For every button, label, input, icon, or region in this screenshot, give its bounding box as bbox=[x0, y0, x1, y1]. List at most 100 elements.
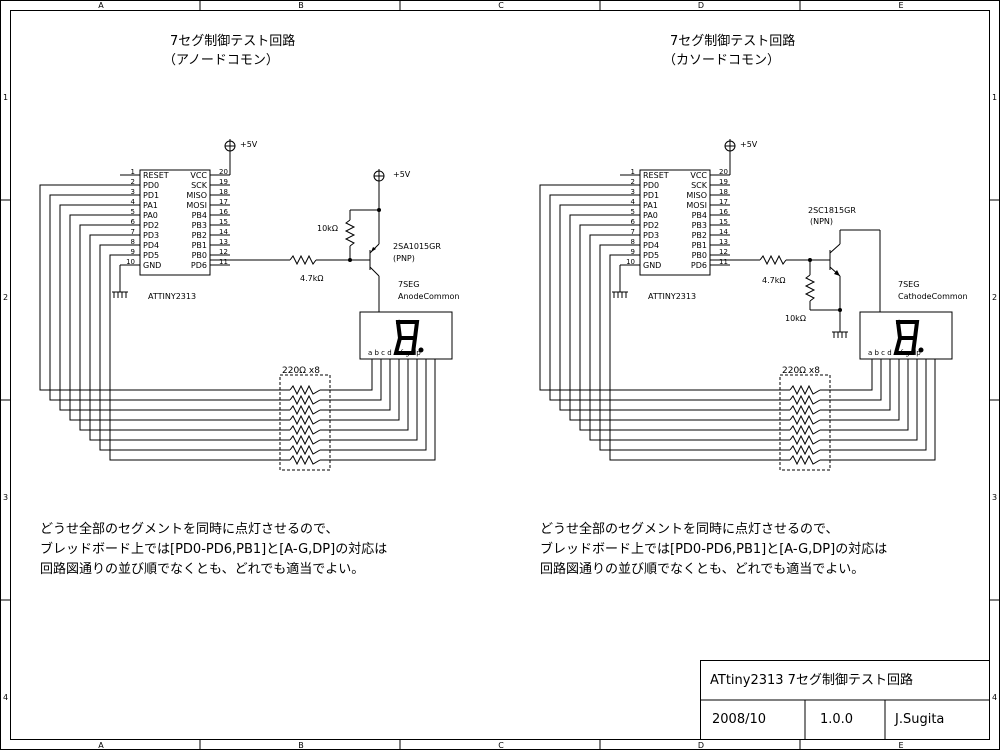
left-mcu-pin-label-reset: RESET bbox=[143, 171, 169, 180]
left-7seg-type: AnodeCommon bbox=[398, 292, 459, 301]
right-mcu-pin-label-pb2: PB2 bbox=[692, 231, 707, 240]
right-mcu-body bbox=[639, 169, 711, 276]
right-mcu-pin-label-sck: SCK bbox=[691, 181, 708, 190]
right-wire-7 bbox=[609, 254, 790, 461]
left-seg-wire-4 bbox=[320, 359, 409, 431]
right-mcu-pin-num-7: 7 bbox=[631, 228, 635, 236]
left-mcu-pin-num-7: 7 bbox=[131, 228, 135, 236]
left-base-resistor-label: 4.7kΩ bbox=[300, 274, 323, 283]
right-mcu-pin-label-pd1: PD1 bbox=[643, 191, 659, 200]
ruler-col-b-bottom: B bbox=[298, 741, 304, 750]
left-note-line-2: ブレッドボード上では[PD0-PD6,PB1]と[A-G,DP]の対応は bbox=[40, 541, 387, 557]
right-mcu-pin-num-15: 15 bbox=[719, 218, 728, 226]
left-array-resistor-3 bbox=[289, 414, 321, 426]
right-resistor-ladder bbox=[539, 184, 936, 466]
left-mcu-pin-label-mosi: MOSI bbox=[186, 201, 207, 210]
right-mcu-pin-label-pd6: PD6 bbox=[691, 261, 707, 270]
right-wire-3 bbox=[569, 214, 790, 421]
left-mcu-pin-label-pb2: PB2 bbox=[192, 231, 207, 240]
ruler-row-2-right: 2 bbox=[992, 293, 997, 302]
right-mcu-pin-num-11: 11 bbox=[719, 258, 728, 266]
left-mcu-pin-label-sck: SCK bbox=[191, 181, 208, 190]
left-mcu-pin-num-20: 20 bbox=[219, 168, 228, 176]
right-wire-1 bbox=[549, 194, 790, 401]
left-array-resistor-5 bbox=[289, 434, 321, 446]
ruler-row-3: 3 bbox=[3, 493, 8, 502]
left-seg-wire-5 bbox=[320, 359, 418, 441]
right-mcu-pin-num-13: 13 bbox=[719, 238, 728, 246]
left-mcu-pin-label-vcc: VCC bbox=[190, 171, 207, 180]
left-array-resistor-2 bbox=[289, 404, 321, 416]
right-7seg-display bbox=[859, 311, 953, 360]
right-mcu-pin-label-pd5: PD5 bbox=[643, 251, 659, 260]
ruler-col-e: E bbox=[898, 1, 903, 10]
right-mcu-pin-label-pd2: PD2 bbox=[643, 221, 659, 230]
left-subtitle: （アノードコモン） bbox=[163, 53, 279, 68]
right-7seg-digit-icon bbox=[893, 319, 924, 355]
right-note: どうせ全部のセグメントを同時に点灯させるので、 ブレッドボード上では[PD0-P… bbox=[540, 521, 887, 577]
ruler-col-c: C bbox=[498, 1, 504, 10]
title-block-title: ATtiny2313 7セグ制御テスト回路 bbox=[710, 672, 913, 688]
left-array-resistor-1 bbox=[289, 394, 321, 406]
left-mcu-pin-num-10: 10 bbox=[126, 258, 135, 266]
right-transistor-name: 2SC1815GR bbox=[808, 206, 856, 215]
right-bias-resistor-label: 10kΩ bbox=[785, 314, 806, 323]
right-mcu-pin-label-gnd: GND bbox=[643, 261, 661, 270]
left-mcu-pin-num-8: 8 bbox=[131, 238, 135, 246]
right-array-resistor-3 bbox=[789, 414, 821, 426]
right-mcu-pin-num-16: 16 bbox=[719, 208, 728, 216]
left-wire-5 bbox=[89, 234, 290, 441]
left-seg-wire-7 bbox=[320, 359, 436, 461]
ruler-col-c-bottom: C bbox=[498, 741, 504, 750]
right-mcu-pin-label-reset: RESET bbox=[643, 171, 669, 180]
right-array-resistor-4 bbox=[789, 424, 821, 436]
ruler-row-4: 4 bbox=[3, 693, 8, 702]
right-mcu-pin-num-9: 9 bbox=[631, 248, 635, 256]
right-mcu-pin-label-pd3: PD3 bbox=[643, 231, 659, 240]
right-wire-6 bbox=[599, 244, 790, 451]
left-mcu-pin-label-pb4: PB4 bbox=[192, 211, 207, 220]
title-block-version: 1.0.0 bbox=[820, 712, 853, 727]
left-mcu-pin-label-pb1: PB1 bbox=[192, 241, 207, 250]
left-7seg-pin-labels: a b c d e f g dp bbox=[368, 349, 421, 357]
right-mcu-pin-num-4: 4 bbox=[631, 198, 636, 206]
right-seg-wire-6 bbox=[820, 359, 927, 451]
left-seg-wire-6 bbox=[320, 359, 427, 451]
left-array-resistor-0 bbox=[289, 384, 321, 396]
left-mcu-pin-num-14: 14 bbox=[219, 228, 228, 236]
right-bias-resistor bbox=[804, 274, 816, 302]
right-mcu-pin-label-pa0: PA0 bbox=[643, 211, 658, 220]
left-base-resistor bbox=[289, 254, 317, 266]
right-mcu-pin-label-pd0: PD0 bbox=[643, 181, 659, 190]
right-mcu-pin-num-8: 8 bbox=[631, 238, 635, 246]
right-array-resistor-0 bbox=[789, 384, 821, 396]
right-array-resistor-6 bbox=[789, 444, 821, 456]
right-seg-wire-0 bbox=[820, 359, 873, 391]
left-mcu-pin-label-pd2: PD2 bbox=[143, 221, 159, 230]
right-mcu-pin-label-pb0: PB0 bbox=[692, 251, 707, 260]
left-mcu-pin-num-12: 12 bbox=[219, 248, 228, 256]
right-mcu-pin-label-pd4: PD4 bbox=[643, 241, 659, 250]
right-mcu-pin-num-19: 19 bbox=[719, 178, 728, 186]
left-mcu-pin-label-pb0: PB0 bbox=[192, 251, 207, 260]
left-transistor-type: (PNP) bbox=[393, 254, 415, 263]
left-mcu-pin-num-17: 17 bbox=[219, 198, 228, 206]
left-mcu-pin-num-6: 6 bbox=[131, 218, 136, 226]
inner-frame bbox=[10, 10, 990, 740]
left-pnp-transistor bbox=[369, 240, 380, 312]
left-mcu-pin-num-19: 19 bbox=[219, 178, 228, 186]
left-mcu-body bbox=[139, 169, 211, 276]
right-mcu-pin-num-12: 12 bbox=[719, 248, 728, 256]
right-seg-wire-1 bbox=[820, 359, 882, 401]
left-mcu-pin-label-pa0: PA0 bbox=[143, 211, 158, 220]
title-block-author: J.Sugita bbox=[894, 712, 944, 727]
left-seg-wire-1 bbox=[320, 359, 382, 401]
right-7seg-pin-labels: a b c d e f g dp bbox=[868, 349, 921, 357]
ruler-row-2: 2 bbox=[3, 293, 8, 302]
right-mcu-pin-num-3: 3 bbox=[631, 188, 635, 196]
